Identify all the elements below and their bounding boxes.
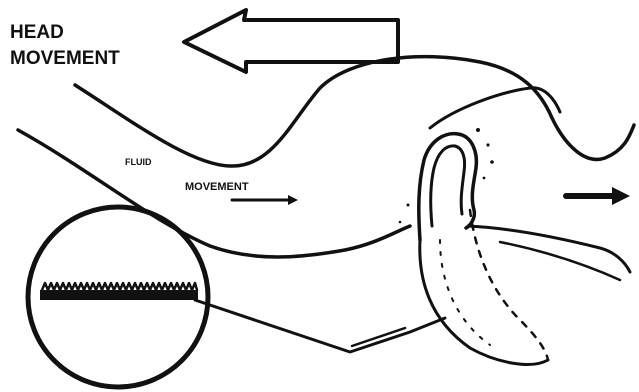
head-label-line2: MOVEMENT xyxy=(10,48,120,69)
fluid-label-line2: MOVEMENT xyxy=(185,181,249,193)
cupula xyxy=(419,134,477,240)
ampulla-membrane xyxy=(430,88,560,128)
canal-inner-wall xyxy=(18,130,410,257)
fluid-label-line1: FLUID xyxy=(125,157,152,167)
hair-cells-icon xyxy=(40,283,198,300)
ampulla-specks xyxy=(399,128,494,223)
crista-stalk-left xyxy=(420,240,548,364)
canal-outer-wall xyxy=(75,57,634,166)
fluid-arrow-icon xyxy=(232,195,298,205)
right-arrow-icon xyxy=(566,187,630,205)
magnifier-connector xyxy=(195,300,445,352)
membrane-lower-right xyxy=(468,226,630,272)
head-label-line1: HEAD xyxy=(10,22,64,43)
